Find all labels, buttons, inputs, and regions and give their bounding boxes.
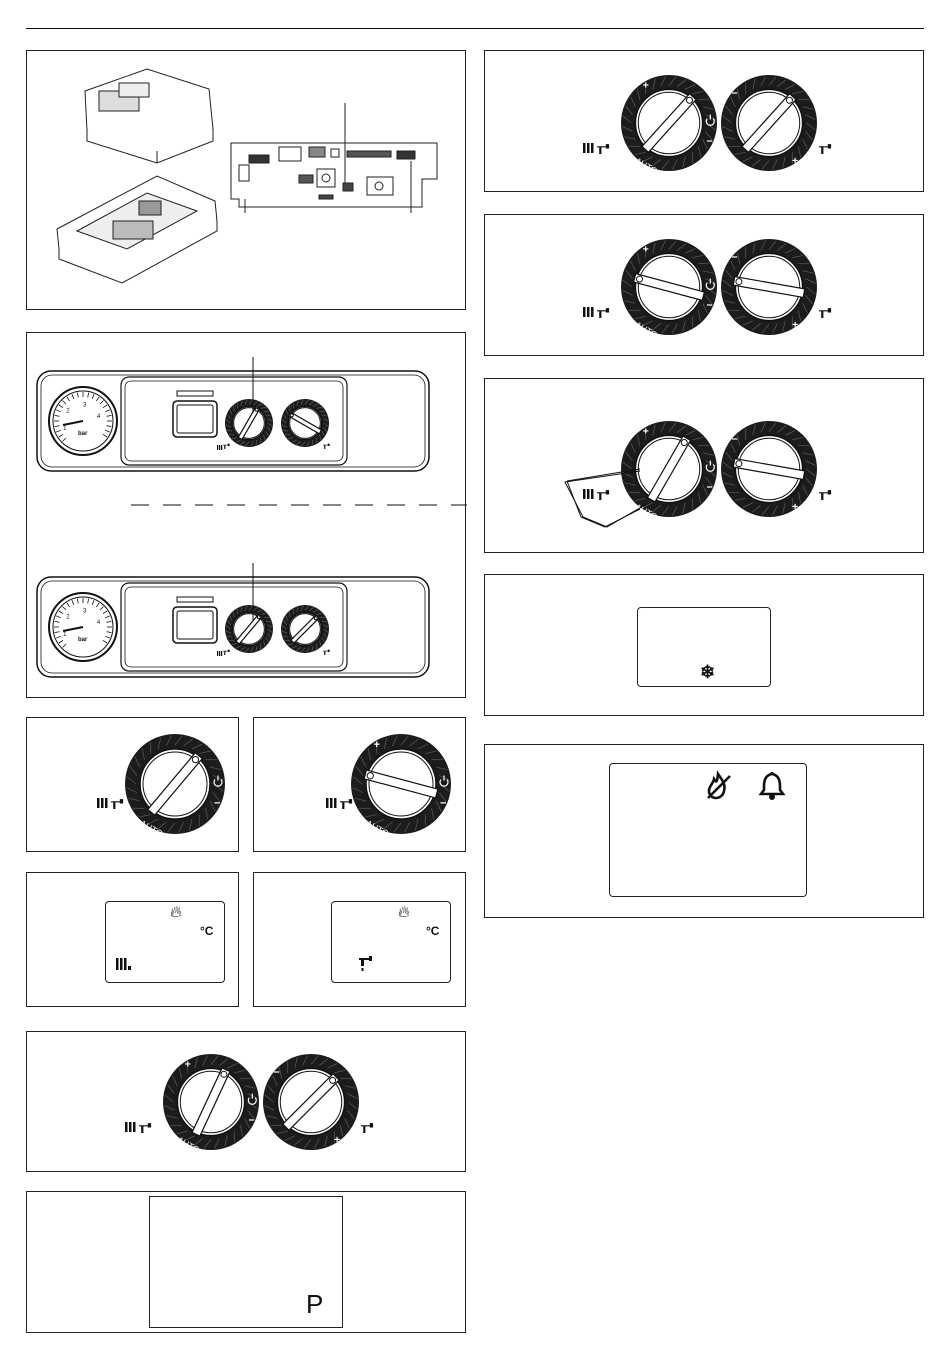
heating-knob: +−AUTO <box>163 1054 259 1155</box>
display-window <box>173 607 217 643</box>
radiator-icon <box>217 445 222 450</box>
heating-knob: +−AUTO <box>621 75 717 176</box>
minus-mark: − <box>706 136 712 148</box>
tap-icon <box>139 1123 151 1133</box>
radiator-icon <box>217 651 222 656</box>
radiator-icon <box>583 489 594 499</box>
tap-icon <box>361 1123 373 1133</box>
plus-mark: + <box>643 243 649 255</box>
lcd-dhw: 🔥︎ °C <box>331 901 451 983</box>
minus-mark: − <box>732 88 738 100</box>
minus-mark: − <box>706 300 712 312</box>
plus-mark: + <box>792 319 798 331</box>
tap-icon <box>597 308 609 318</box>
panel-display-heating: 🔥︎ °C <box>26 872 239 1007</box>
plus-mark: + <box>643 425 649 437</box>
tap-icon <box>340 799 352 809</box>
minus-mark: − <box>732 252 738 264</box>
radiator-icon <box>326 798 337 808</box>
heating-knob: +−AUTO <box>351 734 451 839</box>
radiator-icon <box>125 1122 136 1132</box>
top-rule <box>26 28 924 29</box>
minus-mark: − <box>732 434 738 446</box>
plus-mark: + <box>185 1058 191 1070</box>
panel-dual-dials-3: +−AUTO+− <box>26 1031 466 1172</box>
panel-pcb <box>26 50 466 310</box>
tap-icon <box>597 490 609 500</box>
heating-knob <box>225 399 273 447</box>
lcd-alarm <box>609 763 807 897</box>
dhw-knob: +− <box>721 239 817 335</box>
heating-knob: +−AUTO <box>621 239 717 340</box>
gauge-unit: bar <box>78 431 88 437</box>
tap-icon <box>819 144 831 154</box>
dhw-knob: +− <box>721 421 817 517</box>
heating-knob <box>225 605 273 653</box>
pcb-board <box>231 143 437 207</box>
panel-display-alarm <box>484 744 924 918</box>
lcd-heating: 🔥︎ °C <box>105 901 225 983</box>
dhw-knob <box>281 605 329 653</box>
flame-icon: 🔥︎ <box>398 904 410 922</box>
flame-icon: 🔥︎ <box>170 904 182 922</box>
minus-mark: − <box>214 798 220 810</box>
crossed-flame-icon <box>706 772 736 800</box>
p-letter: P <box>306 1289 323 1320</box>
gauge-unit: bar <box>78 637 88 643</box>
tap-icon <box>597 144 609 154</box>
display-window <box>173 401 217 437</box>
lcd-frost: ❄ <box>637 607 771 687</box>
panel-dual-dials-1: +−AUTO+− <box>484 50 924 192</box>
minus-mark: − <box>440 798 446 810</box>
plus-mark: + <box>792 155 798 167</box>
heating-knob: −AUTO <box>125 734 225 839</box>
temp-unit: °C <box>426 924 439 938</box>
tap-icon <box>111 799 123 809</box>
plus-mark: + <box>792 501 798 513</box>
radiator-icon <box>583 307 594 317</box>
housing-base <box>57 176 217 283</box>
pcb-illustration <box>27 51 467 311</box>
bell-icon <box>758 770 788 800</box>
plus-mark: + <box>374 739 380 751</box>
dhw-knob: +− <box>263 1054 359 1150</box>
minus-mark: − <box>248 1115 254 1127</box>
tap-icon <box>819 490 831 500</box>
housing-cover <box>85 69 213 163</box>
panel-display-frost: ❄ <box>484 574 924 716</box>
snowflake-icon: ❄ <box>700 662 715 683</box>
minus-mark: − <box>706 482 712 494</box>
radiator-icon <box>97 798 108 808</box>
dhw-knob: +− <box>721 75 817 171</box>
panel-display-dhw: 🔥︎ °C <box>253 872 466 1007</box>
dhw-knob <box>281 399 329 447</box>
radiator-icon <box>116 956 136 972</box>
panel-dial-auto: −AUTO <box>26 717 239 852</box>
panel-dual-dials-callout: +−AUTO+− <box>484 378 924 553</box>
panel-dial-auto-2: +−AUTO <box>253 717 466 852</box>
radiator-icon <box>583 143 594 153</box>
tap-icon <box>819 308 831 318</box>
plus-mark: + <box>643 79 649 91</box>
plus-mark: + <box>334 1134 340 1146</box>
temp-unit: °C <box>200 924 213 938</box>
minus-mark: − <box>274 1067 280 1079</box>
lcd-p: P <box>149 1196 343 1328</box>
tap-icon <box>358 954 378 972</box>
panel-display-p: P <box>26 1191 466 1333</box>
panel-dual-dials-2: +−AUTO+− <box>484 214 924 356</box>
